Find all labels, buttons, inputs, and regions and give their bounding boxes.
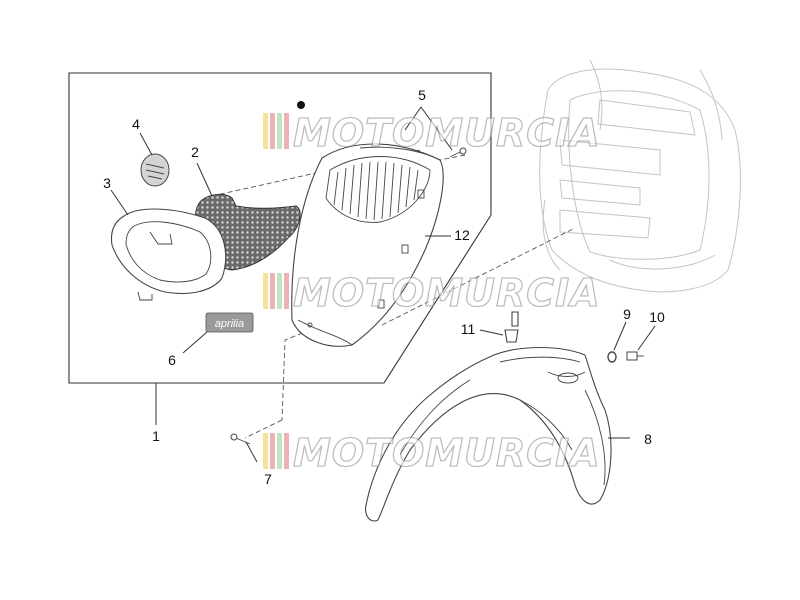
callout-4: 4	[132, 116, 140, 132]
marker-dot	[297, 101, 305, 109]
callout-7: 7	[264, 471, 272, 487]
callout-6: 6	[168, 352, 176, 368]
callout-5: 5	[418, 87, 426, 103]
watermark-text-bottom: MOTOMURCIA	[293, 431, 601, 475]
brand-badge-text: aprilia	[215, 318, 244, 330]
scooter-body-ghost	[539, 59, 741, 293]
mudguard-part	[365, 346, 612, 522]
front-shield-part	[291, 143, 444, 347]
washer-part-9	[607, 351, 617, 363]
leader-lines	[110, 106, 656, 463]
callout-10: 10	[649, 309, 665, 325]
trim-ring-part	[110, 208, 227, 301]
kit-frame	[68, 72, 492, 384]
watermark-top: MOTOMURCIA	[263, 110, 601, 156]
watermark-bottom: MOTOMURCIA	[263, 430, 601, 476]
callout-numbers: 1 2 3 4 5 6 7 8 9 10 11 12	[103, 87, 665, 487]
callout-1: 1	[152, 428, 160, 444]
brand-badge-part: aprilia	[205, 312, 254, 333]
callout-8: 8	[644, 431, 652, 447]
bolt-part-10	[626, 351, 644, 361]
callout-11: 11	[461, 321, 476, 337]
watermark-text-top: MOTOMURCIA	[293, 111, 601, 155]
watermark-middle: MOTOMURCIA	[263, 270, 601, 316]
grille-slots	[333, 161, 419, 221]
callout-3: 3	[103, 175, 111, 191]
cap-part	[140, 153, 170, 187]
screw-part-5	[449, 147, 467, 158]
callout-12: 12	[454, 227, 470, 243]
callout-2: 2	[191, 144, 199, 160]
clip-part-11	[504, 311, 519, 343]
callout-9: 9	[623, 306, 631, 322]
watermark-text-middle: MOTOMURCIA	[293, 271, 601, 315]
screw-part-7	[230, 433, 251, 445]
